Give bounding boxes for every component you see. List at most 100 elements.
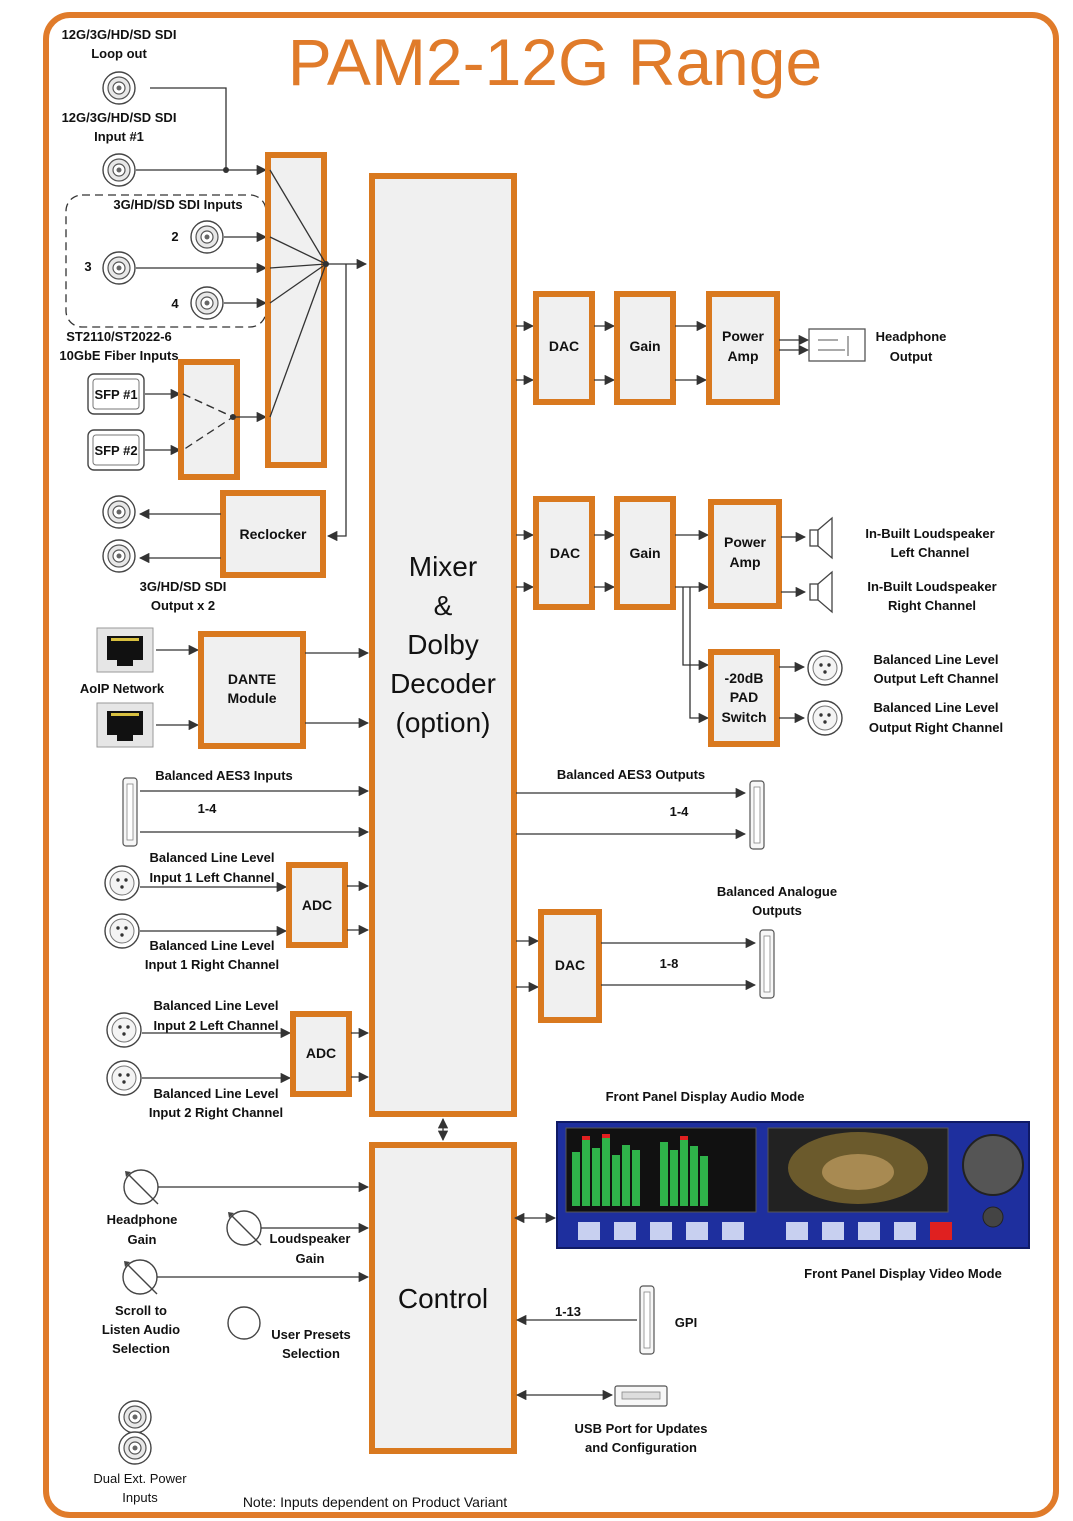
reclocker-block bbox=[220, 490, 326, 578]
sdi-input3-connector-icon bbox=[102, 251, 136, 285]
mixer-decoder-block bbox=[369, 173, 517, 1117]
adc1-block bbox=[286, 862, 348, 948]
sdi-inputs-group-box bbox=[65, 194, 267, 328]
power-label: Dual Ext. Power bbox=[93, 1471, 187, 1486]
front-audio-label: Front Panel Display Audio Mode bbox=[606, 1089, 805, 1104]
line1-right-label-2: Input 1 Right Channel bbox=[145, 957, 279, 972]
pad-switch-block bbox=[708, 649, 780, 747]
sdi-input1-label: 12G/3G/HD/SD SDI bbox=[62, 110, 177, 125]
ls-gain-label: Loudspeaker bbox=[270, 1231, 351, 1246]
ls-left-label-2: Left Channel bbox=[891, 545, 970, 560]
control-block bbox=[369, 1142, 517, 1454]
gpi-label: GPI bbox=[675, 1315, 697, 1330]
analogue-output-connector-icon bbox=[759, 929, 775, 999]
scroll-label-3: Selection bbox=[112, 1341, 170, 1356]
amp2-label: Power bbox=[724, 534, 767, 550]
gain1-block bbox=[614, 291, 676, 405]
audio-meter-bars bbox=[572, 1134, 708, 1206]
pad-label-1: -20dB bbox=[725, 670, 764, 686]
analogue-out-label-2: Outputs bbox=[752, 903, 802, 918]
aoip-label: AoIP Network bbox=[80, 681, 165, 696]
sdi-mux-block bbox=[265, 152, 327, 468]
hp-gain-label: Headphone bbox=[107, 1212, 178, 1227]
adc2-block bbox=[290, 1011, 352, 1097]
power-label-2: Inputs bbox=[122, 1490, 158, 1505]
dac3-block bbox=[538, 909, 602, 1023]
analogue-out-label: Balanced Analogue bbox=[717, 884, 837, 899]
dac2-label: DAC bbox=[550, 545, 580, 561]
fiber-label: ST2110/ST2022-6 bbox=[66, 329, 172, 344]
line-out-right-xlr-icon bbox=[807, 700, 843, 736]
sdi-group-label: 3G/HD/SD SDI Inputs bbox=[113, 197, 242, 212]
diagram-title: PAM2-12G Range bbox=[288, 25, 822, 99]
usb-label: USB Port for Updates bbox=[575, 1421, 708, 1436]
front-panel-display bbox=[556, 1121, 1030, 1249]
headphone-gain-knob-icon bbox=[123, 1169, 159, 1205]
left-speaker-icon bbox=[809, 517, 833, 559]
line1-right-label: Balanced Line Level bbox=[150, 938, 275, 953]
outer-frame bbox=[43, 12, 1059, 1518]
sdi-out-label-2: Output x 2 bbox=[151, 598, 215, 613]
right-speaker-icon bbox=[809, 571, 833, 613]
scroll-knob-icon bbox=[122, 1259, 158, 1295]
line2-right-xlr-icon bbox=[106, 1060, 142, 1096]
hp-gain-label-2: Gain bbox=[128, 1232, 157, 1247]
scroll-label: Scroll to bbox=[115, 1303, 167, 1318]
ls-right-label: In-Built Loudspeaker bbox=[867, 579, 996, 594]
fiber-label-2: 10GbE Fiber Inputs bbox=[59, 348, 178, 363]
front-knob-icon bbox=[962, 1134, 1024, 1196]
sdi-out-label: 3G/HD/SD SDI bbox=[140, 579, 227, 594]
mixer-label-2: & bbox=[434, 590, 453, 621]
sdi-output2-connector-icon bbox=[102, 539, 136, 573]
analogue-out-range: 1-8 bbox=[660, 956, 679, 971]
line-out-left-label: Balanced Line Level bbox=[874, 652, 999, 667]
presets-label: User Presets bbox=[271, 1327, 351, 1342]
aoip-port1-icon bbox=[96, 627, 154, 673]
aes3-in-range: 1-4 bbox=[198, 801, 218, 816]
line-out-left-label-2: Output Left Channel bbox=[874, 671, 999, 686]
line1-left-xlr-icon bbox=[104, 865, 140, 901]
line2-left-label-2: Input 2 Left Channel bbox=[154, 1018, 279, 1033]
line2-left-xlr-icon bbox=[106, 1012, 142, 1048]
reclocker-label: Reclocker bbox=[240, 526, 307, 542]
amp1-label: Power bbox=[722, 328, 765, 344]
amp1-label-2: Amp bbox=[727, 348, 758, 364]
gain2-block bbox=[614, 496, 676, 610]
power-input1-icon bbox=[118, 1400, 152, 1434]
line2-left-label: Balanced Line Level bbox=[154, 998, 279, 1013]
line2-right-label-2: Input 2 Right Channel bbox=[149, 1105, 283, 1120]
mixer-label-3: Dolby bbox=[407, 629, 479, 660]
gain2-label: Gain bbox=[629, 545, 660, 561]
line-out-left-xlr-icon bbox=[807, 650, 843, 686]
line-out-right-label: Balanced Line Level bbox=[874, 700, 999, 715]
fiber-switch-block bbox=[178, 359, 240, 480]
pad-label-3: Switch bbox=[721, 709, 766, 725]
dante-label-2: Module bbox=[228, 690, 277, 706]
aes3-out-label: Balanced AES3 Outputs bbox=[557, 767, 705, 782]
usb-label-2: and Configuration bbox=[585, 1440, 697, 1455]
variant-note: Note: Inputs dependent on Product Varian… bbox=[243, 1494, 507, 1510]
aoip-port2-icon bbox=[96, 702, 154, 748]
amp1-block bbox=[706, 291, 780, 405]
scroll-label-2: Listen Audio bbox=[102, 1322, 180, 1337]
dac3-label: DAC bbox=[555, 957, 585, 973]
control-label: Control bbox=[398, 1283, 488, 1314]
amp2-label-2: Amp bbox=[729, 554, 760, 570]
presets-label-2: Selection bbox=[282, 1346, 340, 1361]
gpi-range: 1-13 bbox=[555, 1304, 581, 1319]
aes3-in-label: Balanced AES3 Inputs bbox=[155, 768, 293, 783]
mixer-label-5: (option) bbox=[396, 707, 491, 738]
headphone-out-label: Headphone bbox=[876, 329, 947, 344]
sdi-input2-number: 2 bbox=[171, 229, 178, 244]
dac1-block bbox=[533, 291, 595, 405]
sdi-output1-connector-icon bbox=[102, 495, 136, 529]
mixer-label-1: Mixer bbox=[409, 551, 477, 582]
ls-left-label: In-Built Loudspeaker bbox=[865, 526, 994, 541]
gpi-connector-icon bbox=[639, 1285, 655, 1355]
sfp2-port bbox=[87, 429, 145, 471]
sdi-loop-out-label-2: Loop out bbox=[91, 46, 147, 61]
front-video-label: Front Panel Display Video Mode bbox=[804, 1266, 1002, 1281]
sfp2-label: SFP #2 bbox=[94, 443, 137, 458]
